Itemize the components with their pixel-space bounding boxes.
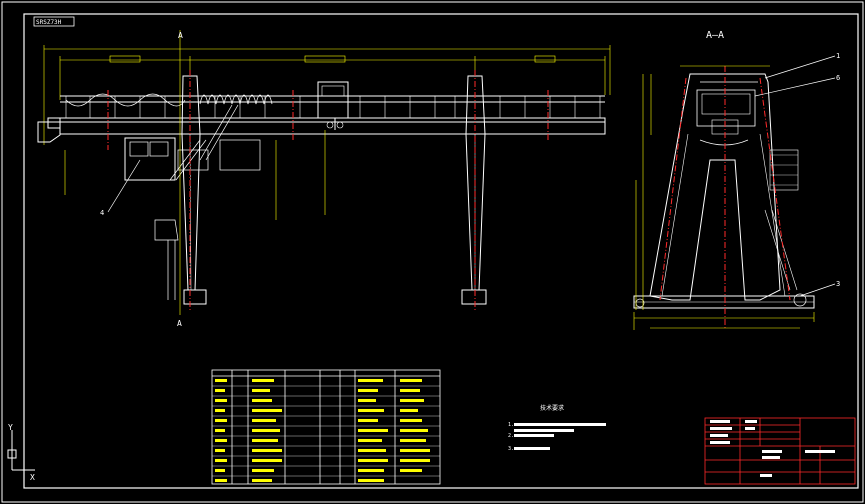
parts-table-rows: [212, 385, 440, 477]
side-leaders: [754, 55, 836, 297]
leader-label-3: 3: [836, 280, 840, 288]
dimensions-main: [64, 30, 556, 315]
ucs-x-label: X: [30, 473, 35, 482]
parts-table: [211, 369, 441, 485]
leader-label-4: 4: [100, 209, 104, 217]
tech-req-line-3: 3.: [508, 446, 514, 452]
title-block-entries: [710, 420, 835, 477]
section-mark-bottom: A: [177, 319, 182, 328]
tech-req-line-1: 1.: [508, 422, 514, 428]
leader-label-1: 1: [836, 52, 840, 60]
centerlines-main: [107, 70, 549, 310]
tech-req-heading: 技术要求: [540, 404, 564, 412]
dimensions-side: [633, 65, 815, 330]
side-section-view: [633, 73, 815, 309]
drawing-stamp-text: SRSZ73H: [36, 19, 62, 26]
section-mark-top: A: [178, 31, 183, 40]
ucs-icon: [7, 430, 35, 471]
section-view-label: A—A: [706, 30, 724, 41]
front-elevation: [37, 45, 611, 305]
ucs-y-label: Y: [8, 423, 13, 432]
drawing-stamp-box: [33, 16, 75, 27]
leader-label-6: 6: [836, 74, 840, 82]
leader-4: [107, 159, 141, 213]
parts-table-entries: [215, 379, 430, 482]
tech-req-text: [514, 423, 606, 450]
inner-frame: [23, 13, 859, 489]
tech-req-line-2: 2.: [508, 433, 514, 439]
centerlines-side: [659, 66, 791, 330]
